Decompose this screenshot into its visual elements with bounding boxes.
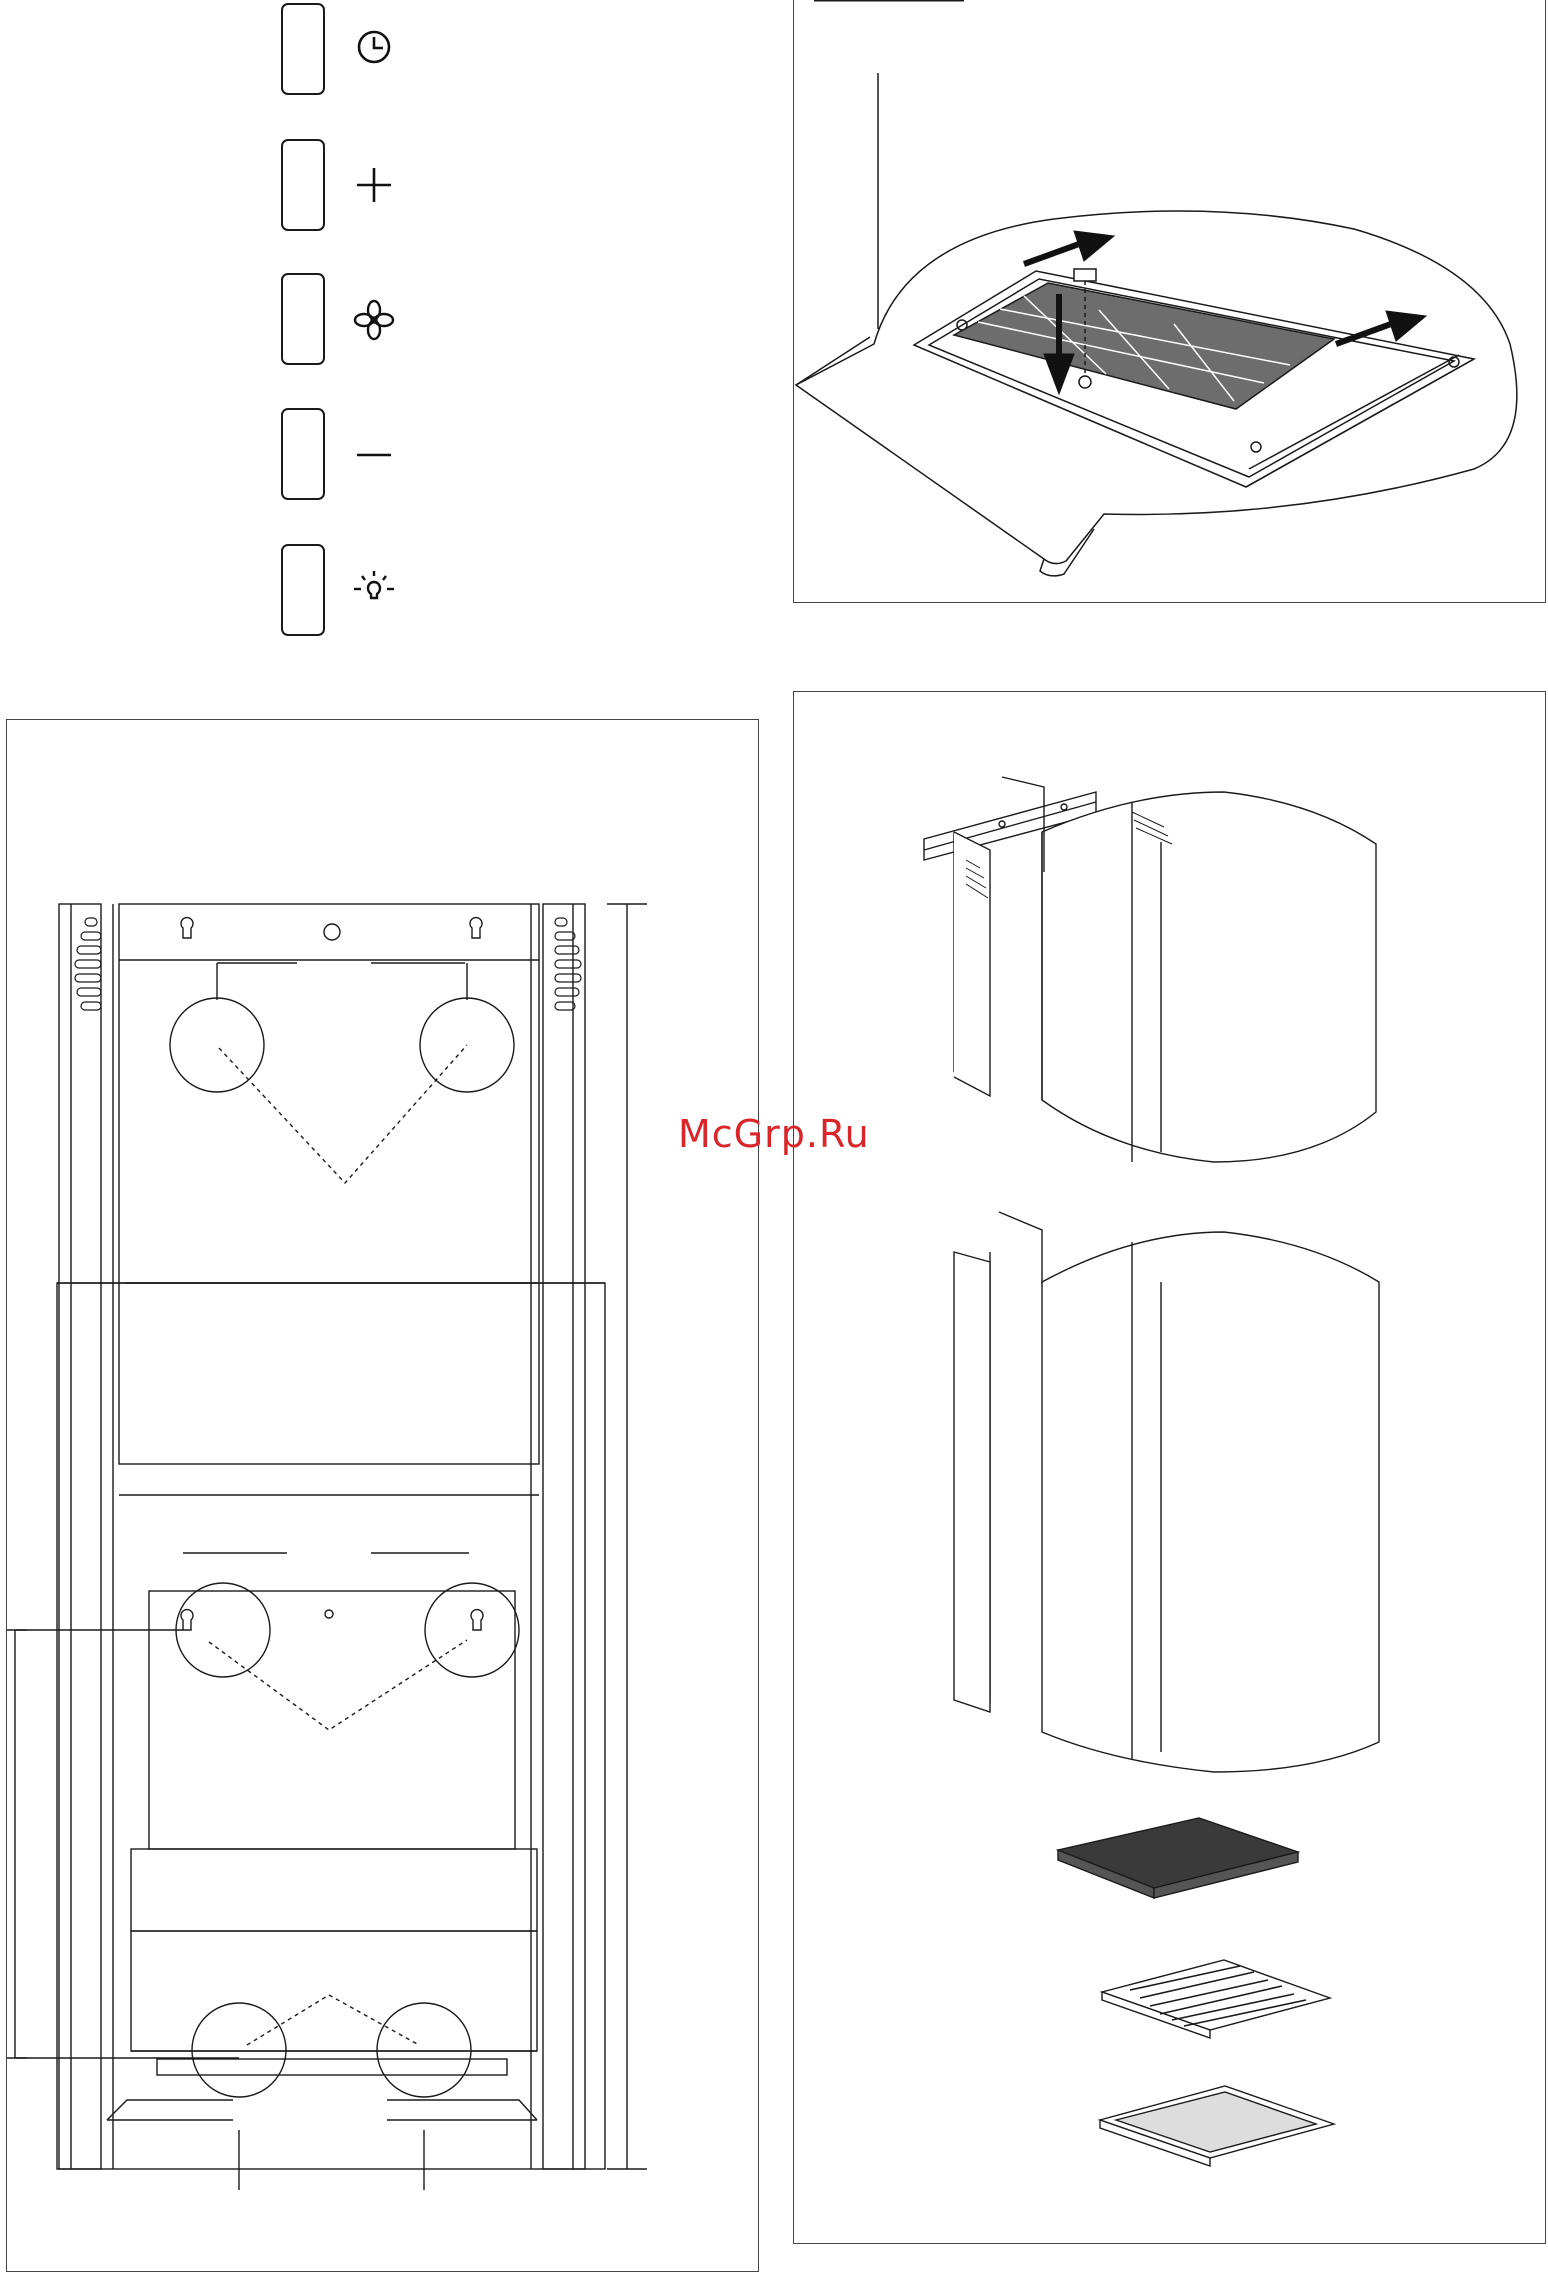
exploded-parts-illustration	[794, 692, 1547, 2245]
minus-button[interactable]	[281, 408, 325, 500]
fan-icon	[351, 297, 397, 343]
clock-icon	[351, 24, 397, 70]
parts-panel	[793, 691, 1546, 2244]
minus-icon	[351, 432, 397, 478]
light-button[interactable]	[281, 544, 325, 636]
filter-install-panel	[793, 0, 1546, 603]
plus-icon	[351, 162, 397, 208]
fan-button[interactable]	[281, 273, 325, 365]
timer-button[interactable]	[281, 3, 325, 95]
filter-installation-illustration	[794, 0, 1547, 604]
wall-mounting-template-drawing	[7, 720, 760, 2273]
plus-button[interactable]	[281, 139, 325, 231]
light-bulb-icon	[351, 566, 397, 612]
mounting-drawing-panel	[6, 719, 759, 2272]
watermark-text: McGrp.Ru	[678, 1112, 870, 1156]
